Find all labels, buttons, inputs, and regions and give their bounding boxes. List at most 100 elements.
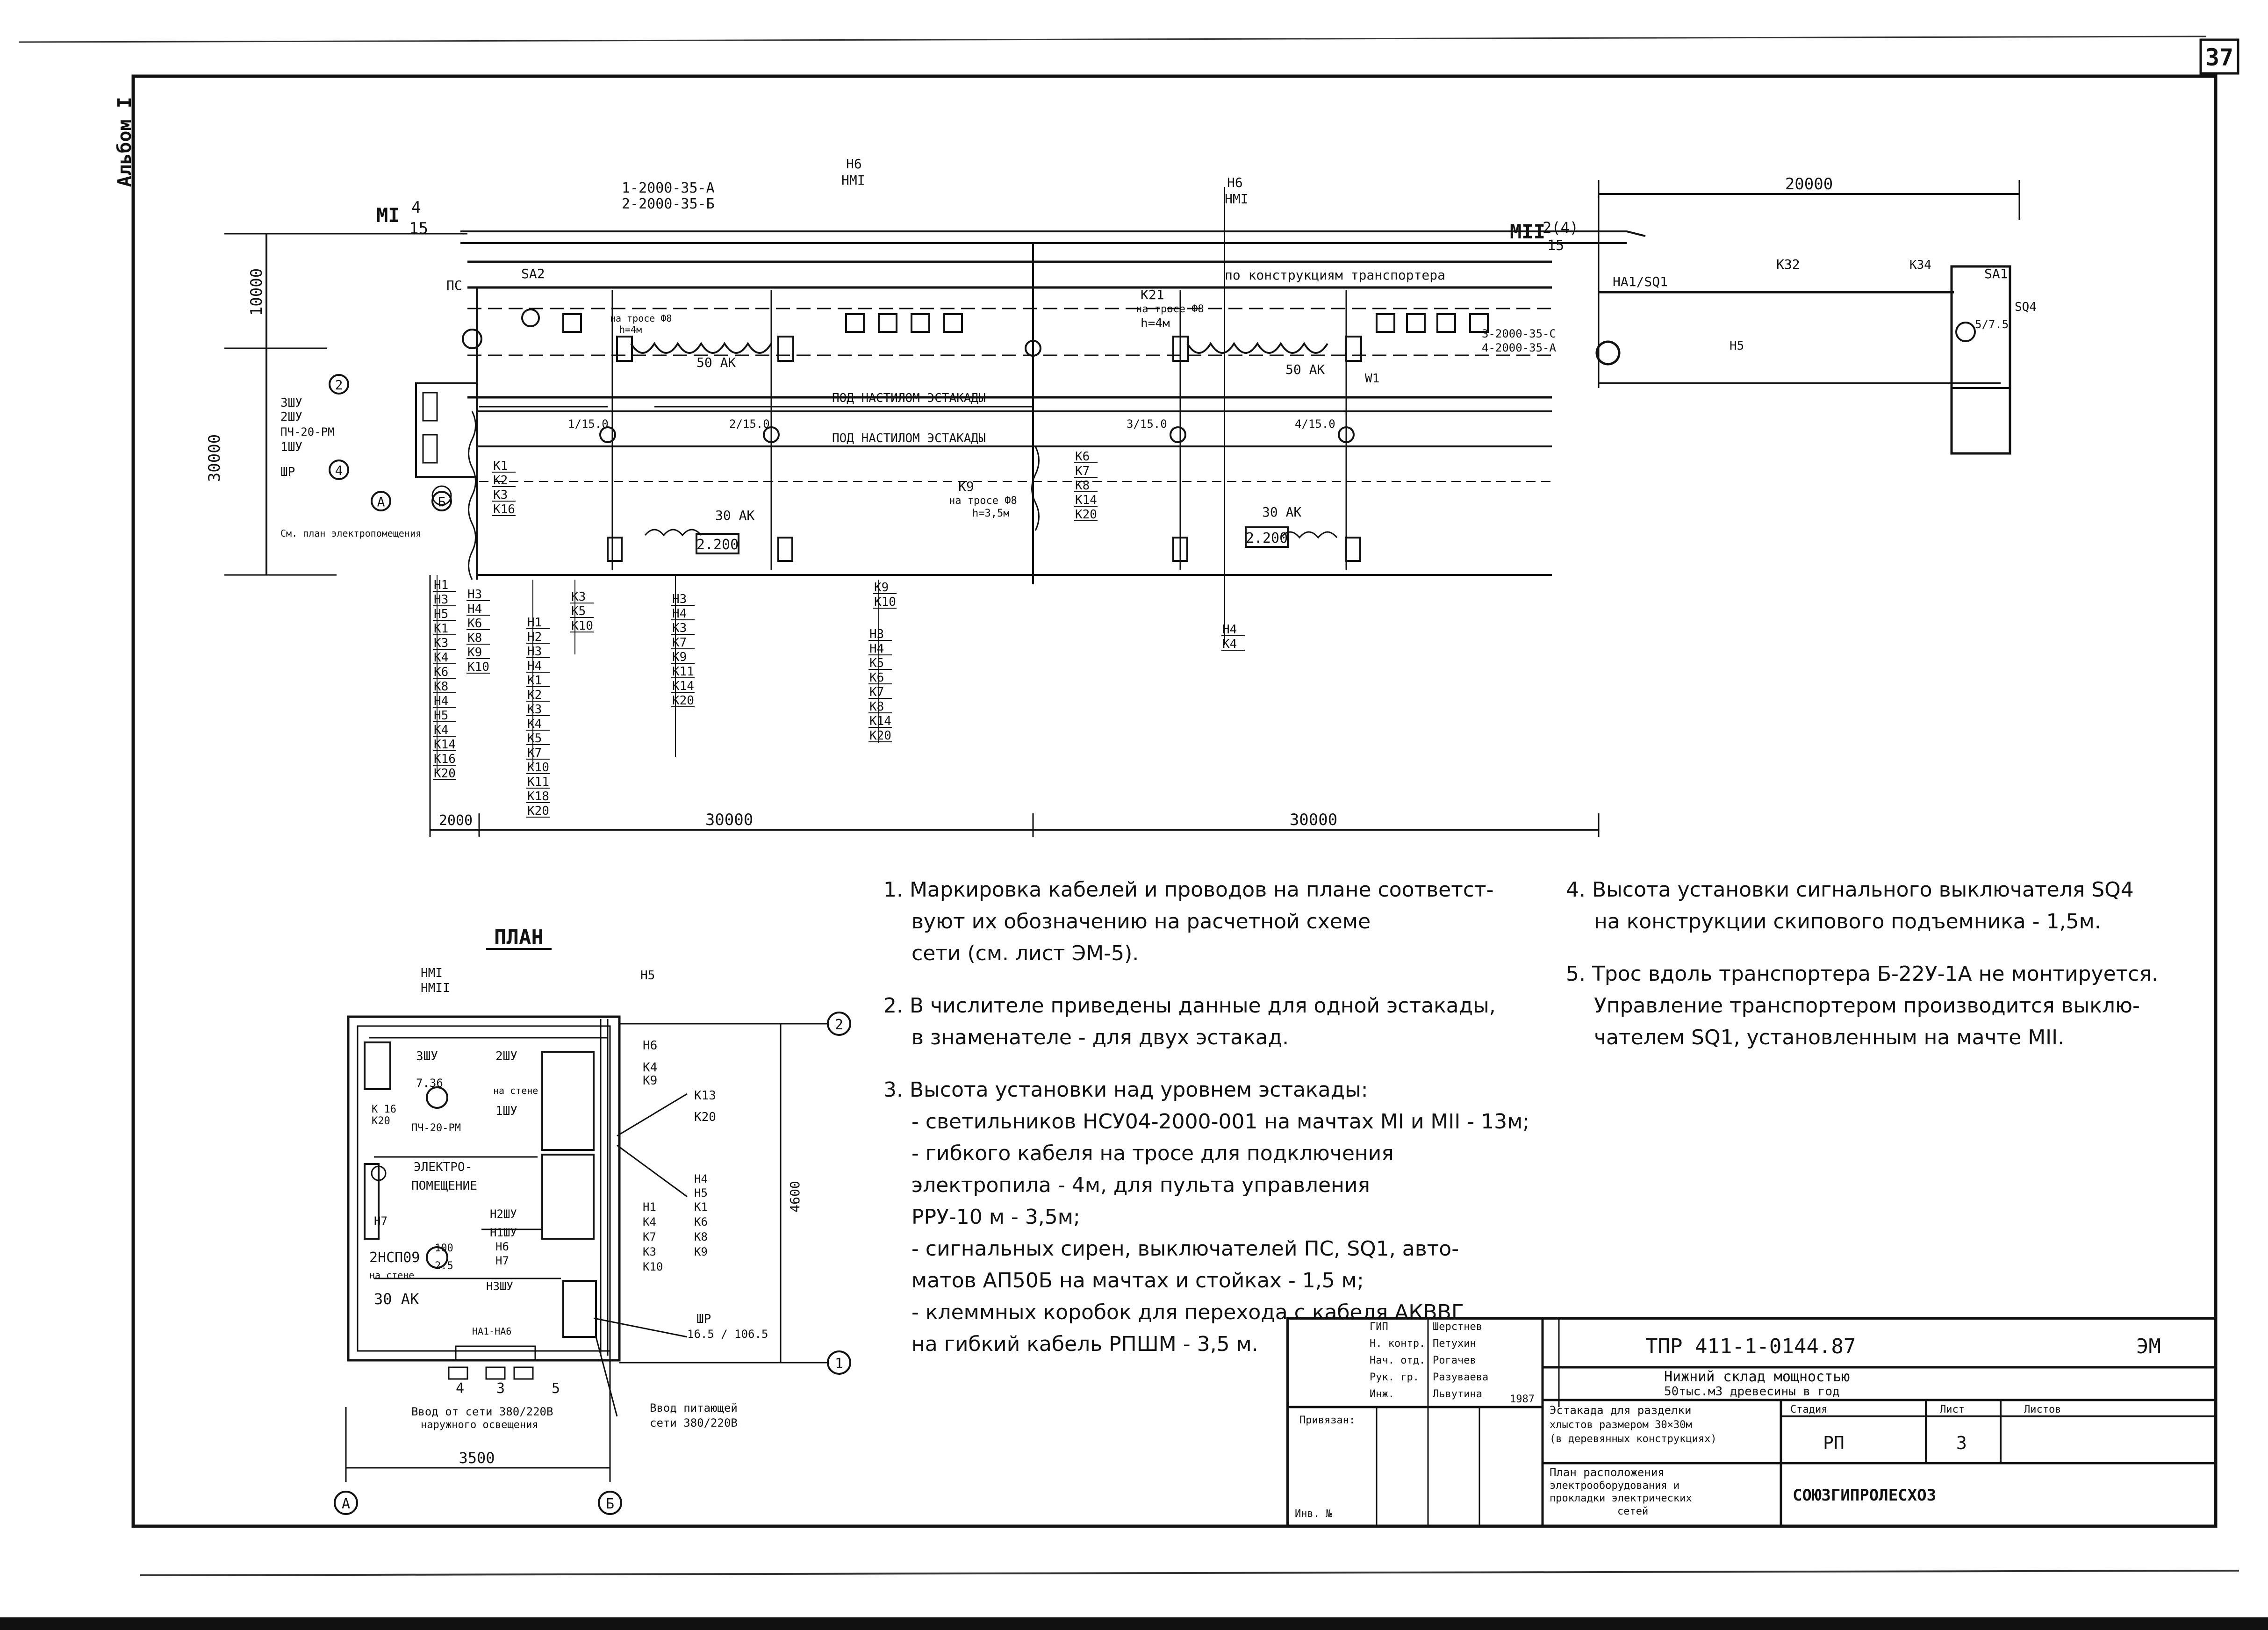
k9-note: К9 xyxy=(958,479,974,494)
note-4: 4. Высота установки сигнального выключат… xyxy=(1566,874,2220,938)
tb-sheets-hdr: Листов xyxy=(2024,1404,2061,1415)
sp-on-wall: на стене xyxy=(493,1085,538,1096)
cable-label: К7 xyxy=(1075,464,1090,478)
axis-lbl-b: Б xyxy=(438,494,446,510)
fraction-15: 15 xyxy=(409,219,428,238)
note-1-line-1: 1. Маркировка кабелей и проводов на план… xyxy=(883,878,1494,902)
note-1-line-2: вуют их обозначению на расчетной схеме xyxy=(912,910,1371,933)
sp-25: 2.5 xyxy=(435,1260,453,1272)
note-5: 5. Трос вдоль транспортера Б-22У-1А не м… xyxy=(1566,958,2220,1054)
tb-sheet-desc-1: Эстакада для разделки xyxy=(1550,1404,1691,1417)
cable-label: К5 xyxy=(527,732,542,746)
sp-num-5: 5 xyxy=(552,1380,560,1397)
cable-label: К10 xyxy=(527,761,549,775)
sp-right-label: К6 xyxy=(694,1215,708,1228)
cable-label: Н3 xyxy=(467,588,482,602)
sp-dim-height: 4600 xyxy=(787,1181,803,1212)
cable-label: К20 xyxy=(434,767,456,781)
tb-project-2: 50тыс.м3 древесины в год xyxy=(1664,1385,1840,1399)
tb-name: Петухин xyxy=(1433,1338,1476,1350)
fraction-4: 4 xyxy=(411,198,421,217)
cable-label: Н1 xyxy=(434,578,448,592)
fraction-15-b: 15 xyxy=(1547,237,1564,254)
tb-approved: Привязан: xyxy=(1299,1415,1355,1426)
sp-dim-width: 3500 xyxy=(459,1449,495,1467)
note-5-line-2: Управление транспортером производится вы… xyxy=(1594,994,2140,1018)
note-5-line-1: 5. Трос вдоль транспортера Б-22У-1А не м… xyxy=(1566,962,2158,986)
cable-label: К4 xyxy=(434,651,448,665)
cable-label: Н3 xyxy=(527,645,542,659)
main-plan-labels: 20000 10000 30000 2000 30000 30000 МI 4 … xyxy=(205,156,2037,829)
dim-bottom-1: 2000 xyxy=(439,812,473,829)
sp-k20b: К20 xyxy=(372,1115,390,1127)
box-2200-1: 2.200 xyxy=(696,537,739,553)
tb-project-1: Нижний склад мощностью xyxy=(1664,1369,1850,1385)
sp-h5: Н5 xyxy=(640,969,655,983)
cable-label: К4 xyxy=(1222,637,1237,651)
sp-shr: ШР xyxy=(696,1312,711,1326)
sp-axis-2: 2 xyxy=(835,1017,843,1033)
k14-h: h=4м xyxy=(619,324,642,335)
sp-input-right-2: сети 380/220В xyxy=(650,1416,738,1429)
cable-label: К1 xyxy=(493,459,508,473)
cable-a: 1-2000-35-А xyxy=(622,180,715,196)
sq4-label: SQ4 xyxy=(2015,300,2037,314)
note-4-line-1: 4. Высота установки сигнального выключат… xyxy=(1566,878,2134,902)
cable-label: К2 xyxy=(493,474,508,488)
k9-rope: на тросе Ф8 xyxy=(949,495,1017,507)
k21-rope: на тросе Ф8 xyxy=(1136,303,1204,315)
sp-input-left-1: Ввод от сети 380/220В xyxy=(411,1405,553,1418)
page-number: 37 xyxy=(2205,44,2233,71)
cable-label: К9 xyxy=(874,581,889,595)
sp-shu1: 1ШУ xyxy=(495,1104,517,1118)
dim-height-top: 10000 xyxy=(247,268,266,316)
tb-role: Инж. xyxy=(1370,1388,1394,1400)
sp-right-label: К8 xyxy=(694,1230,708,1243)
under-deck-1: ПОД НАСТИЛОМ ЭСТАКАДЫ xyxy=(832,391,986,405)
cable-d: 4-2000-35-А xyxy=(1482,341,1556,354)
note-3-item-4: РРУ-10 м - 3,5м; xyxy=(912,1205,1080,1229)
tb-role: ГИП xyxy=(1370,1321,1388,1333)
sp-num-3: 3 xyxy=(496,1380,505,1397)
sp-k4: К4 xyxy=(643,1061,657,1075)
cable-label: К2 xyxy=(527,688,542,702)
sp-right-label: К7 xyxy=(643,1230,656,1243)
cable-label: К3 xyxy=(434,636,448,650)
tb-org: СОЮЗГИПРОЛЕСХОЗ xyxy=(1793,1486,1936,1505)
sp-right-label: К1 xyxy=(694,1200,708,1214)
small-plan-title: ПЛАН xyxy=(494,926,544,949)
cable-label: К6 xyxy=(869,671,884,685)
lamp-3: 3/15.0 xyxy=(1127,417,1167,431)
mast-2-label: МII xyxy=(1510,220,1545,243)
k14-rope: на тросе Ф8 xyxy=(610,313,672,324)
note-2: 2. В числителе приведены данные для одно… xyxy=(883,990,1547,1054)
sp-right-label: К10 xyxy=(643,1260,663,1273)
tb-name: Рогачев xyxy=(1433,1355,1476,1366)
cable-label: Н4 xyxy=(467,602,482,616)
sp-hm2: НМII xyxy=(421,981,450,995)
cable-label: К20 xyxy=(672,694,694,708)
cable-label: К3 xyxy=(527,703,542,717)
note-1-line-3: сети (см. лист ЭМ-5). xyxy=(912,941,1139,965)
lamp-2: 2/15.0 xyxy=(729,417,770,431)
cable-label: К6 xyxy=(1075,450,1090,464)
cable-label: К5 xyxy=(571,604,586,618)
cable-label: Н3 xyxy=(434,593,448,607)
k21-h: h=4м xyxy=(1141,316,1170,330)
note-3-item-7: - клеммных коробок для перехода с кабеля… xyxy=(912,1300,1464,1324)
tb-drawing-1: План расположения xyxy=(1550,1466,1665,1479)
cable-label: К10 xyxy=(467,660,489,674)
cable-label: Н4 xyxy=(527,659,542,673)
cable-label: Н3 xyxy=(869,627,884,641)
cable-label: К14 xyxy=(672,679,694,693)
cable-label: К8 xyxy=(467,631,482,645)
scan-edge-top xyxy=(18,36,2207,43)
sp-input-right-1: Ввод питающей xyxy=(650,1401,738,1415)
sp-on-wall2: на стене xyxy=(369,1270,414,1281)
cable-label: Н4 xyxy=(434,694,448,708)
notes-right: 4. Высота установки сигнального выключат… xyxy=(1566,874,2220,1074)
cable-label: К20 xyxy=(869,729,891,743)
cable-label: К4 xyxy=(527,717,542,731)
